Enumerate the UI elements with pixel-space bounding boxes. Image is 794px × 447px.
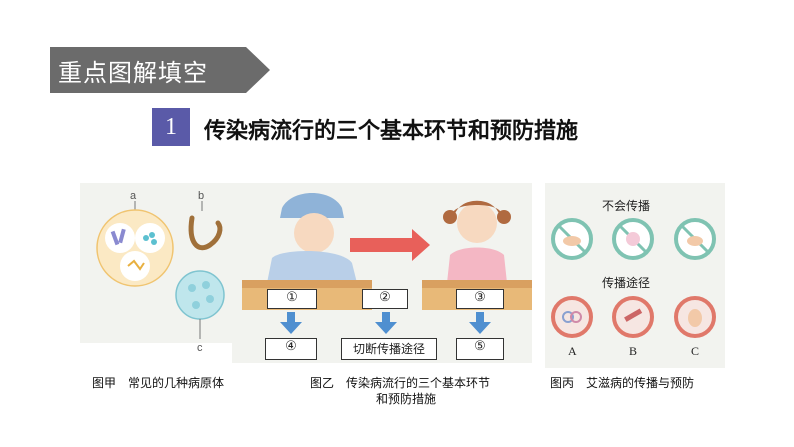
label-C: C — [691, 344, 700, 358]
cut-route-box: 切断传播途径 — [341, 338, 437, 360]
banner-title: 重点图解填空 — [58, 59, 208, 87]
section-banner: 重点图解填空 — [50, 47, 270, 93]
box-5: ⑤ — [456, 338, 504, 360]
down-arrows — [280, 312, 491, 334]
transmission-icons — [551, 218, 716, 338]
section-number-badge: 1 — [152, 108, 190, 146]
box-4: ④ — [265, 338, 317, 360]
figure-c-caption: 图丙 艾滋病的传播与预防 — [550, 376, 695, 390]
transmit-route-label: 传播途径 — [602, 276, 651, 290]
figure-a-caption: 图甲 常见的几种病原体 — [92, 376, 225, 390]
figure-b-caption-line2: 和预防措施 — [375, 392, 436, 406]
label-A: A — [568, 344, 577, 358]
not-transmit-label: 不会传播 — [602, 199, 651, 213]
label-b: b — [198, 190, 205, 202]
box-3: ③ — [456, 289, 504, 309]
box-2: ② — [362, 289, 408, 309]
banner-shape — [50, 47, 270, 93]
label-c: c — [197, 342, 203, 354]
pathogens-illustration — [96, 201, 225, 339]
label-B: B — [629, 344, 638, 358]
label-a: a — [130, 190, 137, 202]
section-title: 传染病流行的三个基本环节和预防措施 — [204, 119, 579, 144]
box-1: ① — [267, 289, 317, 309]
figure-b-caption-line1: 图乙 传染病流行的三个基本环节 — [309, 376, 490, 390]
